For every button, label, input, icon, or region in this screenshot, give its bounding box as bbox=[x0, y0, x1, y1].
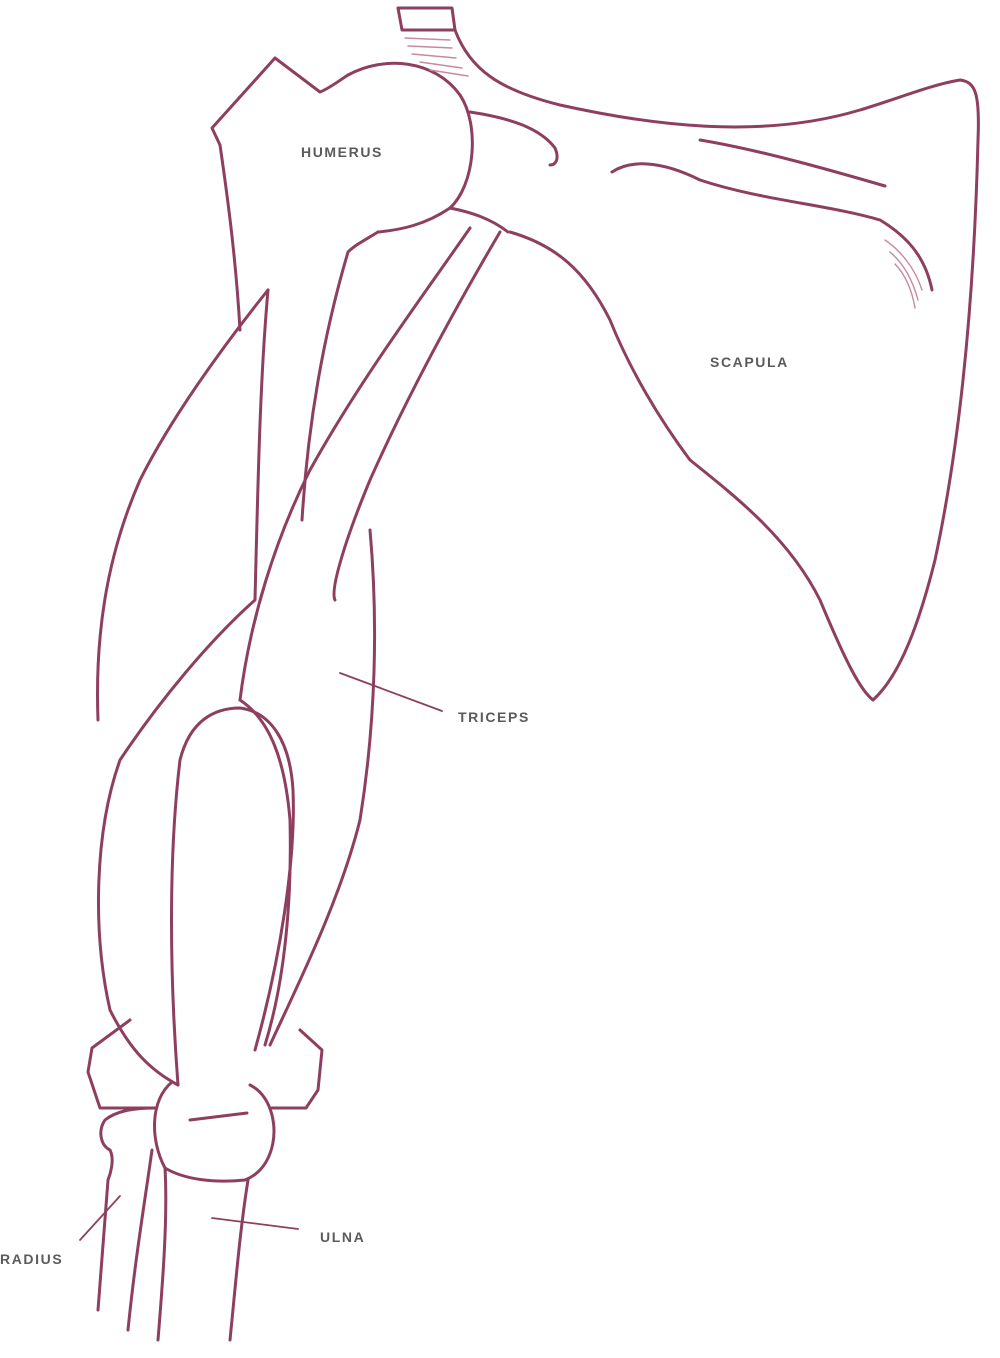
humerus-head bbox=[346, 61, 474, 234]
scapula-ridge bbox=[610, 162, 934, 292]
medial-epicondyle bbox=[86, 1018, 157, 1110]
humerus-label: HUMERUS bbox=[301, 144, 383, 160]
ulna-bone-left bbox=[156, 1166, 168, 1342]
acromion bbox=[468, 110, 559, 167]
scapula-label: SCAPULA bbox=[710, 354, 789, 370]
ulna-joint bbox=[153, 1080, 276, 1183]
triceps-outer bbox=[268, 528, 377, 1047]
triceps-leader bbox=[339, 672, 443, 712]
triceps-inner bbox=[238, 698, 292, 1047]
ulna-label: ULNA bbox=[320, 1229, 366, 1245]
triceps-label: TRICEPS bbox=[458, 709, 530, 725]
triceps-band-2 bbox=[332, 230, 502, 602]
radius-bone-left bbox=[96, 1178, 110, 1312]
scapula-hatching bbox=[884, 239, 923, 309]
lateral-epicondyle bbox=[270, 1028, 324, 1110]
radius-bone-right bbox=[126, 1148, 154, 1332]
humerus-shaft-left bbox=[218, 143, 242, 332]
humerus-neck bbox=[448, 206, 510, 234]
radius-label: RADIUS bbox=[0, 1251, 64, 1267]
radius-leader bbox=[79, 1195, 121, 1241]
olecranon bbox=[170, 706, 295, 1087]
scapula-spine bbox=[698, 138, 887, 188]
ulna-leader bbox=[211, 1217, 299, 1230]
ulna-bone-right bbox=[228, 1178, 250, 1342]
humerus-shaft-right bbox=[300, 230, 380, 522]
biceps-outline bbox=[97, 288, 270, 1087]
radius-head bbox=[99, 1106, 157, 1182]
biceps-top bbox=[96, 288, 270, 722]
scapula-outline bbox=[453, 28, 980, 702]
ulna-notch bbox=[188, 1111, 249, 1122]
triceps-band-1 bbox=[238, 226, 472, 702]
humerus-tuberosity bbox=[210, 56, 350, 147]
clavicle-hatching bbox=[404, 37, 469, 77]
clavicle-stub bbox=[396, 6, 457, 32]
